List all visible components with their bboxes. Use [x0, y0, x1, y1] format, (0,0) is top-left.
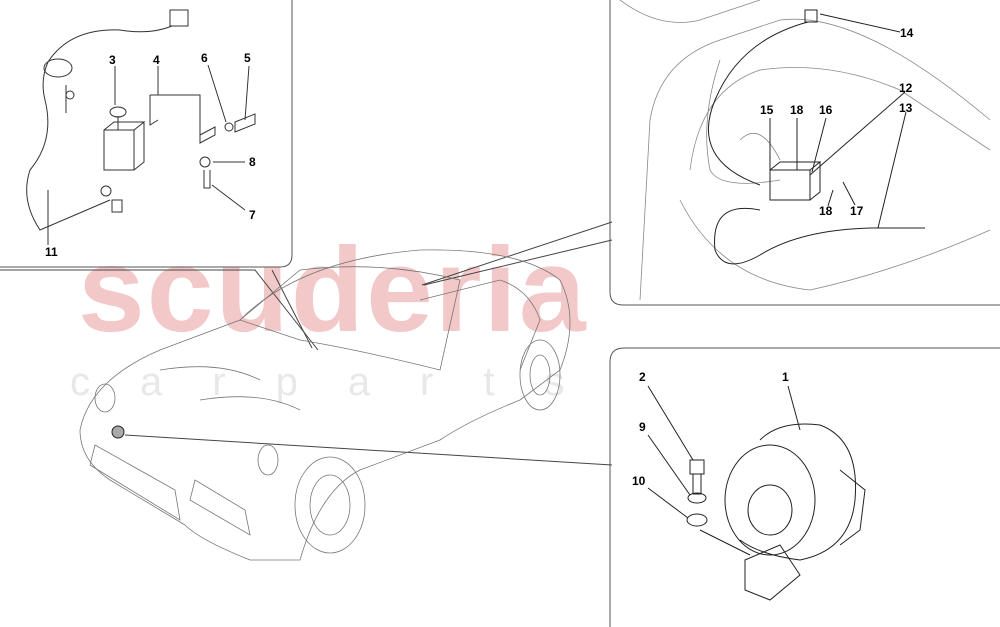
callout-11: 11 — [45, 245, 58, 259]
callout-15: 15 — [760, 103, 774, 117]
callout-18: 18 — [819, 204, 833, 218]
callout-14: 14 — [900, 26, 914, 40]
callout-3: 3 — [109, 53, 116, 67]
leader-line — [47, 64, 250, 245]
callout-17: 17 — [850, 204, 864, 218]
watermark-scuderia: scuderia — [78, 223, 588, 357]
leader-line — [423, 239, 613, 286]
callout-13: 13 — [899, 101, 913, 115]
leader-line — [0, 269, 319, 351]
car-outline — [79, 249, 571, 561]
callout-12: 12 — [899, 81, 913, 95]
sensor-assembly — [26, 9, 256, 245]
callout-5: 5 — [244, 51, 251, 65]
panel-border-top-left — [0, 0, 293, 268]
panel-border-bottom-right — [609, 347, 1000, 627]
callout-8: 8 — [249, 155, 256, 169]
callout-4: 4 — [153, 53, 160, 67]
callout-6: 6 — [201, 51, 208, 65]
callout-1: 1 — [782, 370, 789, 384]
leader-line — [421, 221, 613, 286]
siren-assembly — [647, 385, 866, 601]
callout-7: 7 — [249, 208, 256, 222]
engine-bay-drawing — [619, 0, 991, 301]
callout-2: 2 — [639, 370, 646, 384]
leader-line — [647, 385, 801, 556]
callout-10: 10 — [632, 474, 646, 488]
leader-line — [769, 13, 907, 229]
watermark-carparts: carparts — [70, 360, 615, 404]
leader-line — [271, 269, 313, 349]
immobilizer-assembly — [707, 9, 925, 265]
alarm-sensor-marker — [111, 425, 125, 439]
leader-line — [124, 434, 613, 466]
callout-9: 9 — [639, 420, 646, 434]
panel-border-top-right — [609, 0, 1000, 306]
callout-16: 16 — [819, 103, 833, 117]
callout-18: 18 — [790, 103, 804, 117]
